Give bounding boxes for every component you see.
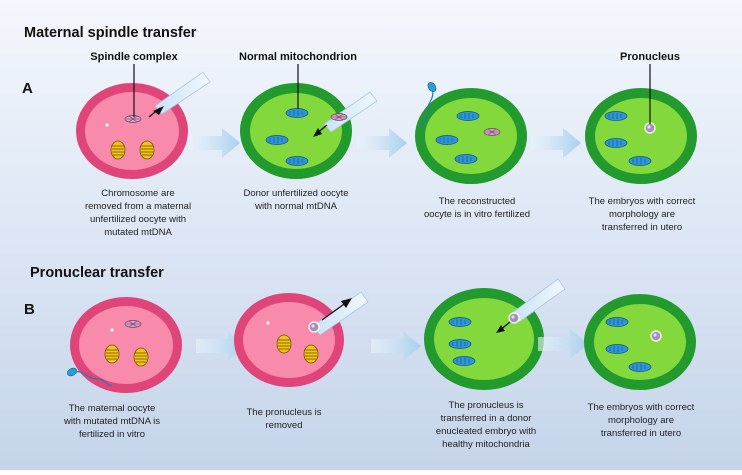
mitochondrion-normal-icon (265, 135, 289, 145)
cell-b4-embryo (584, 294, 696, 390)
caption-line: fertilized in vitro (79, 429, 145, 440)
caption-b3: The pronucleus is transferred in a donor… (436, 400, 536, 450)
mitochondrion-normal-icon (285, 108, 309, 118)
caption-line: morphology are (608, 415, 674, 426)
section-title-maternal-spindle: Maternal spindle transfer (24, 25, 197, 41)
caption-line: transferred in utero (601, 428, 681, 439)
mitochondrion-mutated-icon (133, 347, 149, 367)
process-arrow (196, 331, 246, 361)
mitochondrion-mutated-icon (110, 140, 126, 160)
spindle-complex-icon (330, 113, 348, 121)
caption-a2: Donor unfertilized oocyte with normal mt… (243, 188, 348, 212)
process-arrow (190, 128, 240, 158)
pipette-arrow-icon (321, 301, 348, 321)
label-normal-mitochondrion: Normal mitochondrion (239, 51, 357, 63)
mitochondrion-normal-icon (628, 362, 652, 372)
mitochondrion-normal-icon (605, 317, 629, 327)
caption-a1: Chromosome are removed from a maternal u… (85, 188, 191, 238)
cell-b2-oocyte-pronucleus-removed (234, 293, 344, 387)
caption-line: Chromosome are (101, 188, 174, 199)
cell-a2-donor-oocyte (240, 83, 352, 179)
cell-b1-maternal-oocyte (70, 297, 182, 393)
caption-line: healthy mitochondria (442, 439, 530, 450)
section-letter-b: B (24, 301, 35, 318)
caption-line: The embryos with correct (588, 402, 695, 413)
mitochondrion-normal-icon (628, 156, 652, 166)
caption-a4: The embryos with correct morphology are … (589, 196, 696, 233)
caption-line: mutated mtDNA (104, 227, 172, 238)
mitochondrion-normal-icon (435, 135, 459, 145)
caption-line: transferred in a donor (441, 413, 532, 424)
mitochondrion-mutated-icon (303, 344, 319, 364)
caption-line: Donor unfertilized oocyte (243, 188, 348, 199)
caption-line: with mutated mtDNA is (63, 416, 160, 427)
caption-b1: The maternal oocyte with mutated mtDNA i… (63, 403, 160, 440)
spindle-complex-icon (124, 320, 142, 328)
micropipette-a1 (148, 71, 211, 118)
caption-line: oocyte is in vitro fertilized (424, 209, 530, 220)
caption-line: The maternal oocyte (69, 403, 156, 414)
pronucleus-icon (650, 330, 662, 342)
label-pronucleus: Pronucleus (620, 51, 680, 63)
caption-line: The reconstructed (439, 196, 516, 207)
section-title-pronuclear: Pronuclear transfer (30, 265, 164, 281)
spindle-complex-icon (124, 115, 142, 123)
caption-line: enucleated embryo with (436, 426, 536, 437)
polar-body-icon (110, 328, 114, 332)
micropipette-a2 (313, 91, 378, 137)
mitochondrion-normal-icon (448, 339, 472, 349)
mitochondrion-normal-icon (454, 154, 478, 164)
mitochondrion-normal-icon (448, 317, 472, 327)
process-arrow (371, 331, 421, 361)
pronucleus-icon (644, 122, 656, 134)
process-arrow (538, 329, 588, 359)
caption-line: The embryos with correct (589, 196, 696, 207)
mitochondrion-mutated-icon (104, 344, 120, 364)
caption-line: morphology are (609, 209, 675, 220)
caption-line: unfertilized oocyte with (90, 214, 186, 225)
mitochondrion-mutated-icon (276, 334, 292, 354)
mitochondrion-normal-icon (604, 138, 628, 148)
caption-line: The pronucleus is (247, 407, 322, 418)
caption-b4: The embryos with correct morphology are … (588, 402, 695, 439)
process-arrow (531, 128, 581, 158)
pronucleus-icon (508, 312, 520, 324)
caption-line: transferred in utero (602, 222, 682, 233)
section-letter-a: A (22, 80, 33, 97)
cell-a3-reconstructed-oocyte (415, 88, 527, 184)
mitochondrion-normal-icon (452, 356, 476, 366)
spindle-complex-icon (483, 128, 501, 136)
caption-a3: The reconstructed oocyte is in vitro fer… (424, 196, 530, 220)
caption-line: removed (266, 420, 303, 431)
caption-line: The pronucleus is (449, 400, 524, 411)
caption-line: with normal mtDNA (254, 201, 337, 212)
mitochondrion-mutated-icon (139, 140, 155, 160)
mitochondrion-normal-icon (604, 111, 628, 121)
polar-body-icon (266, 321, 270, 325)
process-arrow (357, 128, 407, 158)
label-spindle-complex: Spindle complex (90, 51, 178, 63)
micropipette-b2 (308, 291, 369, 336)
cell-a4-embryo (585, 88, 697, 184)
caption-b2: The pronucleus is removed (247, 407, 322, 431)
polar-body-icon (105, 123, 109, 127)
caption-line: removed from a maternal (85, 201, 191, 212)
pronucleus-icon (308, 321, 320, 333)
mitochondrion-normal-icon (285, 156, 309, 166)
mitochondrion-normal-icon (605, 344, 629, 354)
micropipette-b3 (496, 278, 566, 333)
mitochondrion-normal-icon (456, 111, 480, 121)
